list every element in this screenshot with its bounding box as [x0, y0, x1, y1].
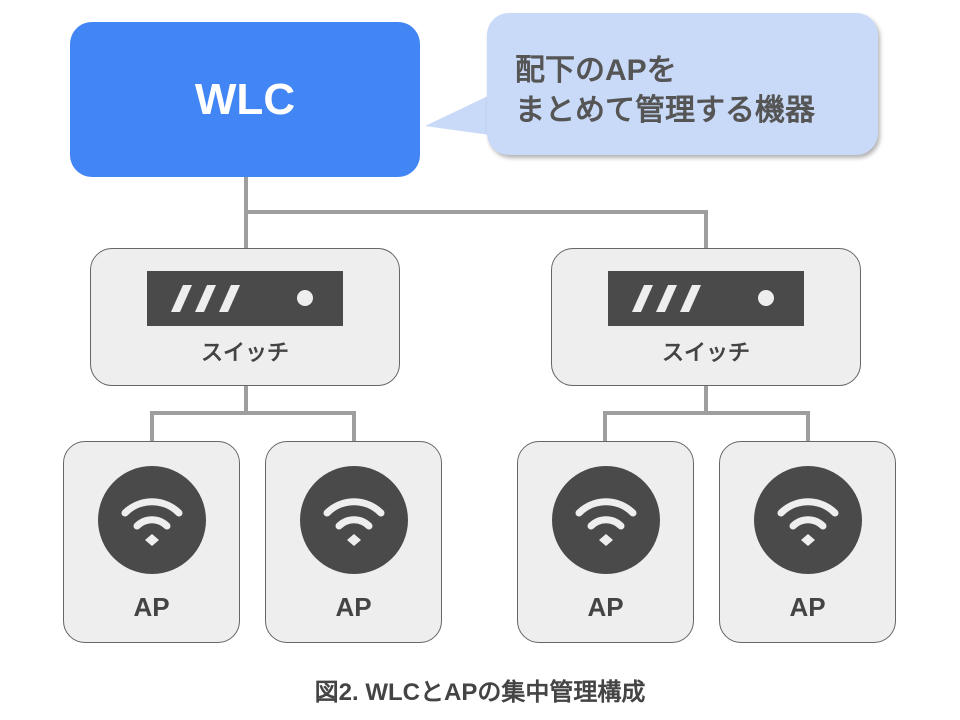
switch-node-right: スイッチ	[551, 248, 861, 386]
switch-node-left: スイッチ	[90, 248, 400, 386]
connector-line	[150, 411, 356, 415]
ap-node: AP	[719, 441, 896, 643]
ap-node: AP	[63, 441, 240, 643]
ap-label: AP	[133, 592, 170, 622]
connector-line	[352, 411, 356, 441]
ap-label: AP	[789, 592, 826, 622]
switch-label: スイッチ	[661, 340, 750, 365]
callout-tail	[425, 95, 490, 135]
switch-icon	[147, 271, 343, 326]
connector-line	[603, 411, 607, 441]
callout-bubble: 配下のAPを まとめて管理する機器	[487, 13, 878, 155]
wlc-label: WLC	[194, 74, 296, 124]
wifi-icon	[300, 466, 408, 574]
ap-label: AP	[587, 592, 624, 622]
switch-icon	[608, 271, 804, 326]
connector-line	[704, 210, 708, 248]
figure-caption: 図2. WLCとAPの集中管理構成	[314, 679, 646, 706]
connector-line	[150, 411, 154, 441]
callout-line-2: まとめて管理する機器	[515, 94, 815, 127]
connector-line	[603, 411, 810, 415]
switch-label: スイッチ	[200, 340, 289, 365]
callout-line-1: 配下のAPを	[515, 54, 677, 87]
ap-node: AP	[517, 441, 694, 643]
wifi-icon	[552, 466, 660, 574]
wifi-icon	[754, 466, 862, 574]
wlc-node: WLC	[70, 22, 420, 177]
connector-line	[244, 386, 248, 414]
wifi-icon	[98, 466, 206, 574]
connector-line	[244, 210, 708, 214]
ap-label: AP	[335, 592, 372, 622]
connector-line	[806, 411, 810, 441]
ap-node: AP	[265, 441, 442, 643]
connector-line	[704, 386, 708, 414]
